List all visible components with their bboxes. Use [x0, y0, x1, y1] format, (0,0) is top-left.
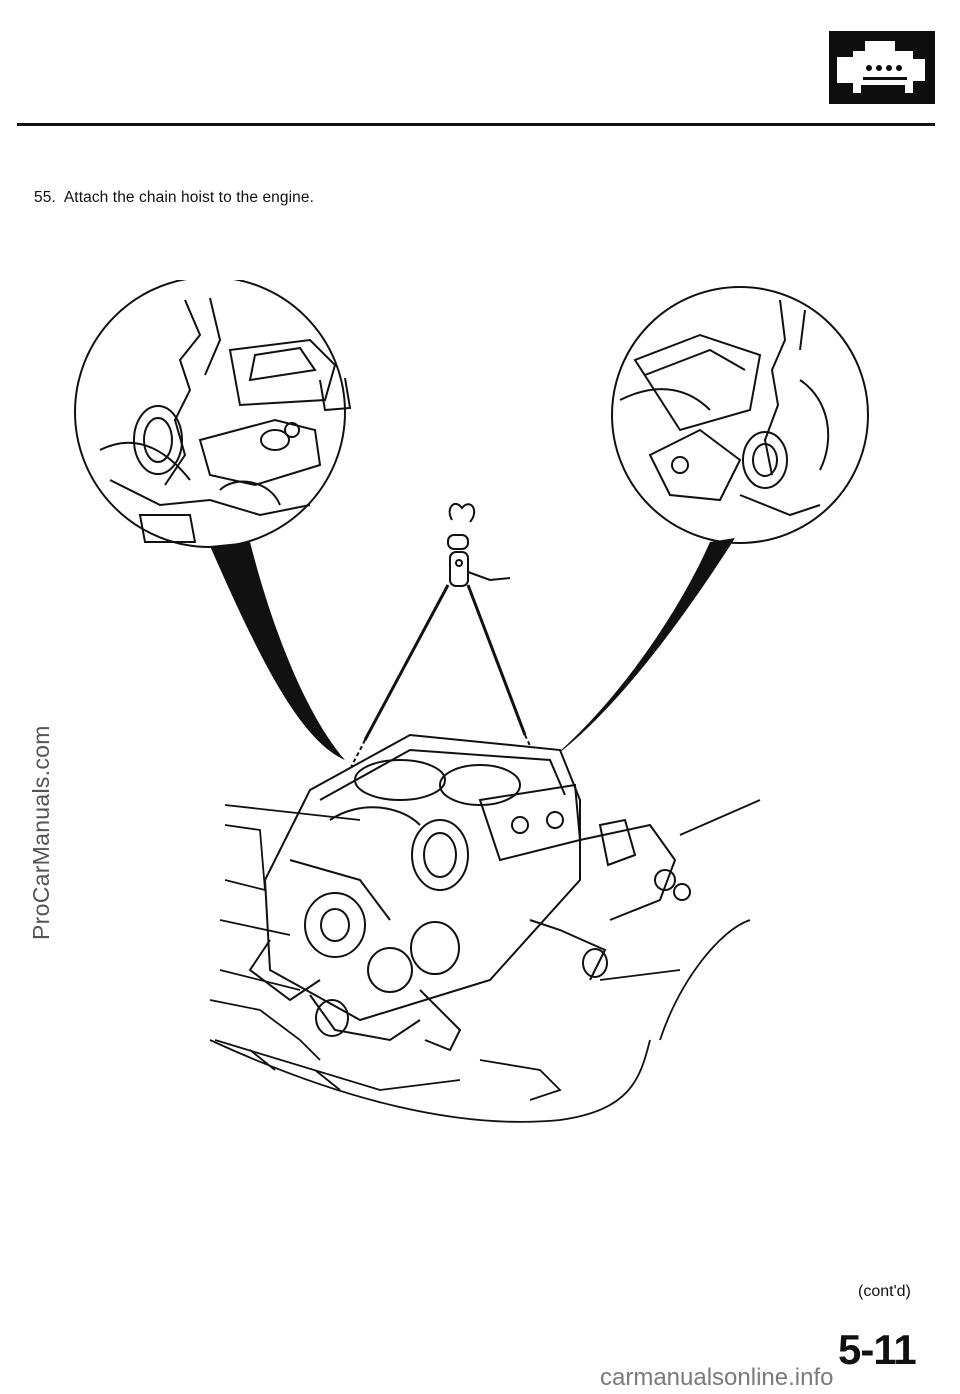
right-callout-pointer — [550, 538, 735, 760]
continued-label: (cont'd) — [858, 1283, 911, 1300]
side-watermark: ProCarManuals.com — [28, 725, 54, 940]
step-number: 55. — [34, 189, 56, 206]
engine-hoist-illustration — [74, 280, 869, 1123]
step-text: Attach the chain hoist to the engine. — [63, 189, 315, 206]
right-detail-circle — [611, 286, 869, 544]
engine-section-badge — [829, 31, 935, 104]
footer-watermark: carmanualsonline.info — [600, 1364, 834, 1391]
vehicle-body — [209, 799, 761, 1123]
engine-icon — [837, 41, 925, 93]
step-instruction: 55. Attach the chain hoist to the engine. — [34, 189, 314, 207]
page-number: 5-11 — [838, 1326, 917, 1373]
header-rule — [17, 123, 935, 126]
engine-assembly — [248, 733, 691, 1052]
left-callout-pointer — [210, 542, 345, 760]
left-detail-circle — [74, 280, 352, 548]
